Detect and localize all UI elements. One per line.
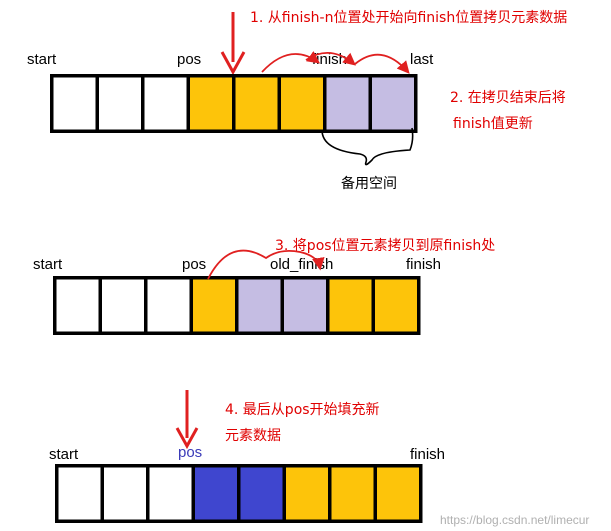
step4-label-pos: pos xyxy=(178,444,202,461)
step1-note: 1. 从finish-n位置处开始向finish位置拷贝元素数据 xyxy=(250,10,567,26)
step3-cell-1 xyxy=(102,279,144,332)
step2-note-line2: finish值更新 xyxy=(453,116,533,132)
step4-cell-2 xyxy=(149,467,192,520)
step4-group: 4. 最后从pos开始填充新 元素数据 start pos finish xyxy=(49,390,445,523)
step1-cell-7 xyxy=(372,77,414,130)
step3-cell-2 xyxy=(147,279,190,332)
step3-label-pos: pos xyxy=(182,256,206,273)
step4-label-start: start xyxy=(49,446,79,463)
step4-label-finish: finish xyxy=(410,446,445,463)
step3-cell-3 xyxy=(193,279,235,332)
step3-copy-arrow xyxy=(207,249,325,280)
step4-cell-6 xyxy=(331,467,374,520)
step1-cell-6 xyxy=(326,77,369,130)
step1-group: 1. 从finish-n位置处开始向finish位置拷贝元素数据 start p… xyxy=(27,10,567,192)
step3-cell-7 xyxy=(375,279,417,332)
step1-copy-arrow-b xyxy=(305,52,356,66)
step4-cell-7 xyxy=(377,467,419,520)
step3-cell-6 xyxy=(329,279,372,332)
step3-cell-5 xyxy=(284,279,326,332)
step2-group: 2. 在拷贝结束后将 finish值更新 xyxy=(450,90,566,132)
step1-spare-bracket xyxy=(321,127,414,166)
step3-label-start: start xyxy=(33,256,63,273)
step1-copy-arrow-c xyxy=(354,53,410,74)
watermark: https://blog.csdn.net/limecur xyxy=(440,513,589,527)
step4-cell-5 xyxy=(286,467,328,520)
step3-cell-row xyxy=(53,276,421,335)
step4-note-line1: 4. 最后从pos开始填充新 xyxy=(225,402,380,418)
step3-group: 3. 将pos位置元素拷贝到原finish处 start pos old_fin… xyxy=(33,238,495,335)
step1-spare-label: 备用空间 xyxy=(341,175,397,192)
step1-cell-1 xyxy=(99,77,141,130)
step4-cell-4 xyxy=(240,467,283,520)
step1-copy-arrow-a xyxy=(261,51,321,73)
step1-red-down-arrow xyxy=(220,12,246,76)
step1-cell-0 xyxy=(53,77,96,130)
step4-cell-0 xyxy=(58,467,101,520)
step1-label-start: start xyxy=(27,51,57,68)
step1-cell-row xyxy=(50,74,418,133)
step4-red-down-arrow xyxy=(175,390,199,450)
step3-label-finish: finish xyxy=(406,256,441,273)
step4-cell-row xyxy=(55,464,423,523)
step1-label-pos: pos xyxy=(177,51,201,68)
step1-cell-3 xyxy=(190,77,232,130)
step1-cell-5 xyxy=(281,77,323,130)
step3-cell-4 xyxy=(238,279,281,332)
step3-label-old-finish: old_finish xyxy=(270,256,333,273)
step2-note-line1: 2. 在拷贝结束后将 xyxy=(450,90,566,106)
step3-note: 3. 将pos位置元素拷贝到原finish处 xyxy=(275,238,495,254)
step1-label-last: last xyxy=(410,51,434,68)
step4-cell-1 xyxy=(104,467,146,520)
step4-note-line2: 元素数据 xyxy=(225,428,281,444)
step1-cell-2 xyxy=(144,77,187,130)
step4-cell-3 xyxy=(195,467,237,520)
step1-cell-4 xyxy=(235,77,278,130)
step3-cell-0 xyxy=(56,279,99,332)
